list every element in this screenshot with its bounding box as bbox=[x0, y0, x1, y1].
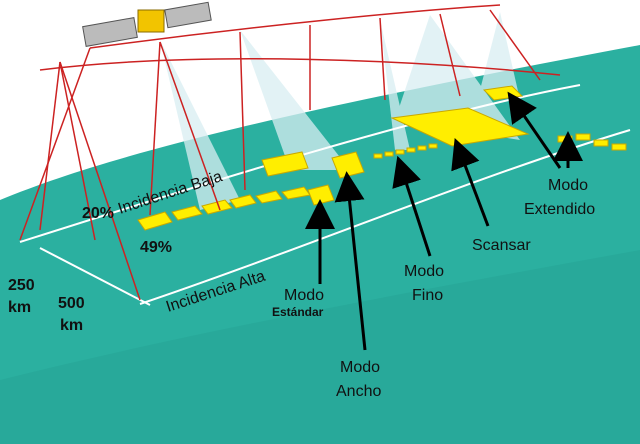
arrow-ancho bbox=[334, 171, 367, 351]
track-tick-left bbox=[39, 247, 151, 306]
orbit-path bbox=[89, 4, 501, 49]
label-dist-250-unit: km bbox=[8, 299, 31, 316]
label-modo-estandar-1: Modo bbox=[284, 287, 324, 304]
swath-scansar bbox=[390, 107, 530, 147]
earth-shade bbox=[0, 250, 640, 444]
beam-estandar bbox=[160, 40, 240, 210]
swath-estandar-4 bbox=[229, 194, 257, 209]
label-dist-250: 250 bbox=[8, 277, 35, 294]
label-modo-fino-2: Fino bbox=[412, 287, 443, 304]
label-modo-extendido-2: Extendido bbox=[524, 201, 595, 218]
label-pct-49: 49% bbox=[140, 239, 172, 256]
label-scansar: Scansar bbox=[472, 237, 531, 254]
label-modo-estandar-2: Estándar bbox=[272, 305, 324, 319]
orbit-structure bbox=[19, 4, 561, 301]
swath-ancho-1 bbox=[261, 151, 309, 177]
label-modo-ancho-2: Ancho bbox=[336, 383, 381, 400]
swath-estandar-2 bbox=[171, 205, 203, 221]
arrow-scansar bbox=[451, 137, 490, 227]
label-dist-500: 500 bbox=[58, 295, 85, 312]
label-modo-ancho-1: Modo bbox=[340, 359, 380, 376]
beam-ancho bbox=[240, 30, 350, 170]
callout-arrows bbox=[305, 91, 583, 351]
arrow-extendido-top bbox=[507, 91, 562, 169]
beam-scansar bbox=[395, 15, 520, 140]
swath-estandar-1 bbox=[137, 211, 173, 231]
swath-fino bbox=[373, 143, 438, 159]
satellite-icon bbox=[82, 1, 212, 47]
arrow-fino bbox=[392, 155, 432, 257]
label-modo-extendido-1: Modo bbox=[548, 177, 588, 194]
swath-estandar-5 bbox=[255, 190, 283, 204]
orbit-path-lower bbox=[39, 58, 561, 76]
label-pct-20: 20% bbox=[82, 205, 114, 222]
label-dist-500-unit: km bbox=[60, 317, 83, 334]
label-modo-fino-1: Modo bbox=[404, 263, 444, 280]
beam-extendido bbox=[480, 12, 520, 100]
